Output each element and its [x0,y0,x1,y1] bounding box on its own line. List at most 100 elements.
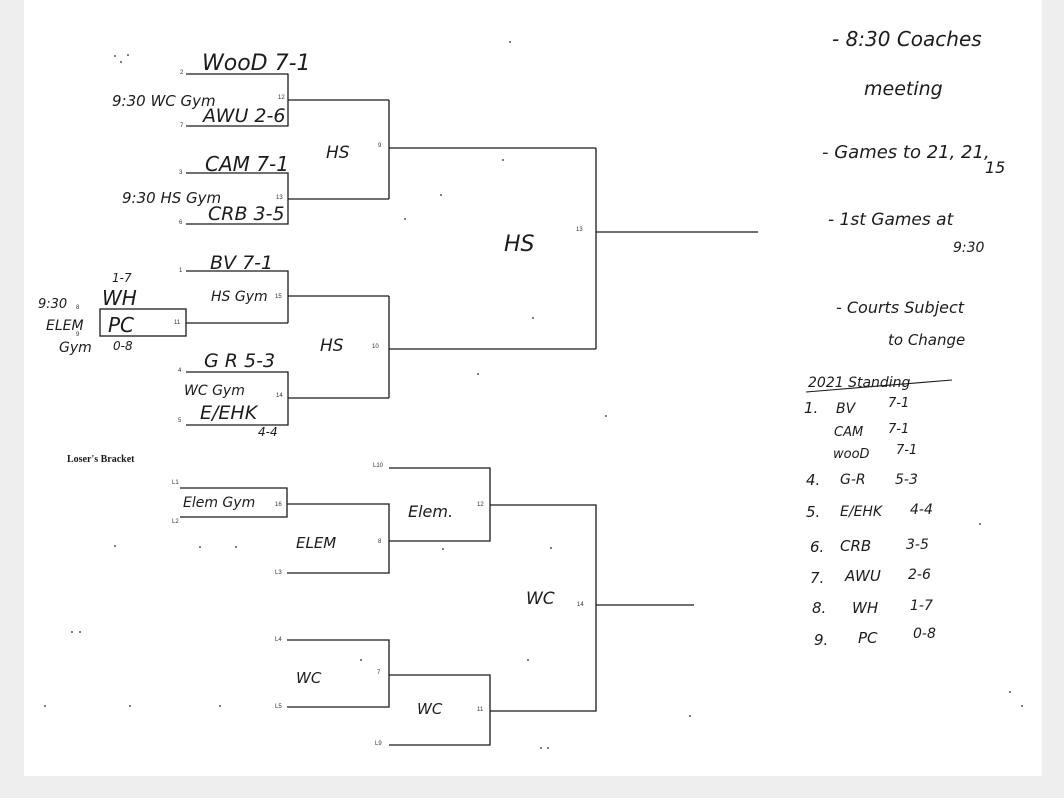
note-meeting: meeting [864,78,943,100]
play-in-team-wh: WH [102,286,137,310]
lb-game-e-box [389,674,491,746]
seed-3: 3 [179,170,183,176]
lb-game-b-number: 8 [378,539,382,545]
note-coaches-meeting: - 8:30 Coaches [832,27,982,51]
lb-game-d-number: 7 [377,670,381,676]
standing-rank: 1. [804,399,818,417]
game-1-number: 12 [278,95,285,101]
standing-team: PC [858,629,878,647]
team-crb: CRB 3-5 [208,203,285,225]
lb-slot-l10: L10 [373,463,384,469]
semi-2-number: 10 [372,344,379,350]
lb-slot-l5: L5 [275,704,282,710]
standing-team: E/EHK [840,504,884,520]
team-eehk-record: 4-4 [258,425,278,439]
losers-bracket-text: Loser's Bracket L1 L2 L3 L4 L5 L9 L10 El… [67,454,584,747]
lb-game-b-site: ELEM [296,534,336,552]
standings-title: 2021 Standing [808,375,911,391]
note-first-games-time: 9:30 [953,240,985,256]
note-games-to-15: 15 [985,158,1005,177]
standing-team: WH [852,599,878,617]
standings-section: 2021 Standing 1. BV 7-1 CAM 7-1 wooD 7-1… [804,375,953,649]
seed-7: 7 [180,123,184,129]
team-wood: WooD 7-1 [202,51,311,76]
winners-bracket-lines [99,73,758,426]
standing-record: 2-6 [908,567,931,583]
team-bv: BV 7-1 [210,252,273,274]
lb-game-e-number: 11 [477,707,484,713]
lb-game-f-number: 14 [577,602,584,608]
lb-game-d-site: WC [296,669,322,687]
standings-underline [805,379,953,393]
lb-slot-l1: L1 [172,480,179,486]
team-cam: CAM 7-1 [205,152,289,176]
play-in-record-bottom: 0-8 [113,339,133,353]
play-in-record-top: 1-7 [112,271,132,285]
standing-record: 7-1 [896,443,917,458]
game-1-note: 9:30 WC Gym [112,92,216,110]
seed-1: 1 [179,268,183,274]
lb-game-c-site: Elem. [408,502,453,521]
final-number: 13 [576,227,583,233]
standing-record: 3-5 [906,537,929,553]
standing-record: 4-4 [910,502,933,518]
lb-slot-l9: L9 [375,741,382,747]
standing-rank: 8. [812,599,826,617]
team-gr: G R 5-3 [204,350,275,372]
standing-team: wooD [833,447,870,462]
play-in-team-pc: PC [108,313,134,337]
game-2-number: 13 [276,195,283,201]
semi-2-site: HS [320,336,344,356]
play-in-game-number: 11 [174,320,181,326]
game-3-number: 15 [275,294,282,300]
standing-record: 7-1 [888,396,909,411]
lb-slot-l4: L4 [275,637,282,643]
winners-bracket-text: 2 WooD 7-1 9:30 WC Gym 12 7 AWU 2-6 3 CA… [38,51,583,439]
game-2-note: 9:30 HS Gym [122,189,221,207]
standing-team: CRB [840,537,871,555]
lb-game-a-number: 16 [275,502,282,508]
standing-record: 7-1 [888,422,909,437]
standing-rank: 4. [806,471,820,489]
game-3-box [186,270,289,296]
notes-section: - 8:30 Coaches meeting - Games to 21, 21… [822,27,1005,349]
losers-bracket-lines [180,467,694,746]
game-4-number: 14 [276,393,283,399]
play-in-seed-8: 8 [76,305,80,311]
team-eehk: E/EHK [200,402,259,424]
lb-game-a-site: Elem Gym [183,495,255,511]
semi-1-number: 9 [378,143,382,149]
play-in-time: 9:30 [38,297,67,312]
lb-slot-l2: L2 [172,519,179,525]
scan-specks [44,41,1023,749]
standing-team: AWU [844,567,881,585]
play-in-site-1: ELEM [46,318,84,334]
play-in-seed-9: 9 [76,332,80,338]
standing-rank: 7. [810,569,824,587]
standing-record: 1-7 [910,598,933,614]
game-3-note: HS Gym [211,289,268,305]
seed-5: 5 [178,418,182,424]
note-to-change: to Change [888,331,965,349]
semi-1-site: HS [326,143,350,163]
lb-game-d-box [287,639,390,708]
team-awu: AWU 2-6 [201,105,285,127]
final-site: HS [504,232,535,257]
play-in-site-2: Gym [59,340,92,356]
lb-game-f-box [490,504,597,712]
note-first-games: - 1st Games at [828,210,955,230]
standing-rank: 9. [814,631,828,649]
seed-6: 6 [179,220,183,226]
lb-game-a-box [180,487,288,518]
seed-4: 4 [178,368,182,374]
game-4-note: WC Gym [184,383,245,399]
lb-game-f-site: WC [526,589,555,609]
lb-slot-l3: L3 [275,570,282,576]
lb-game-e-site: WC [417,700,443,718]
standing-record: 0-8 [913,626,936,642]
lb-game-a-out [287,503,390,574]
standing-team: BV [836,401,857,417]
standing-rank: 6. [810,538,824,556]
seed-2: 2 [180,70,184,76]
